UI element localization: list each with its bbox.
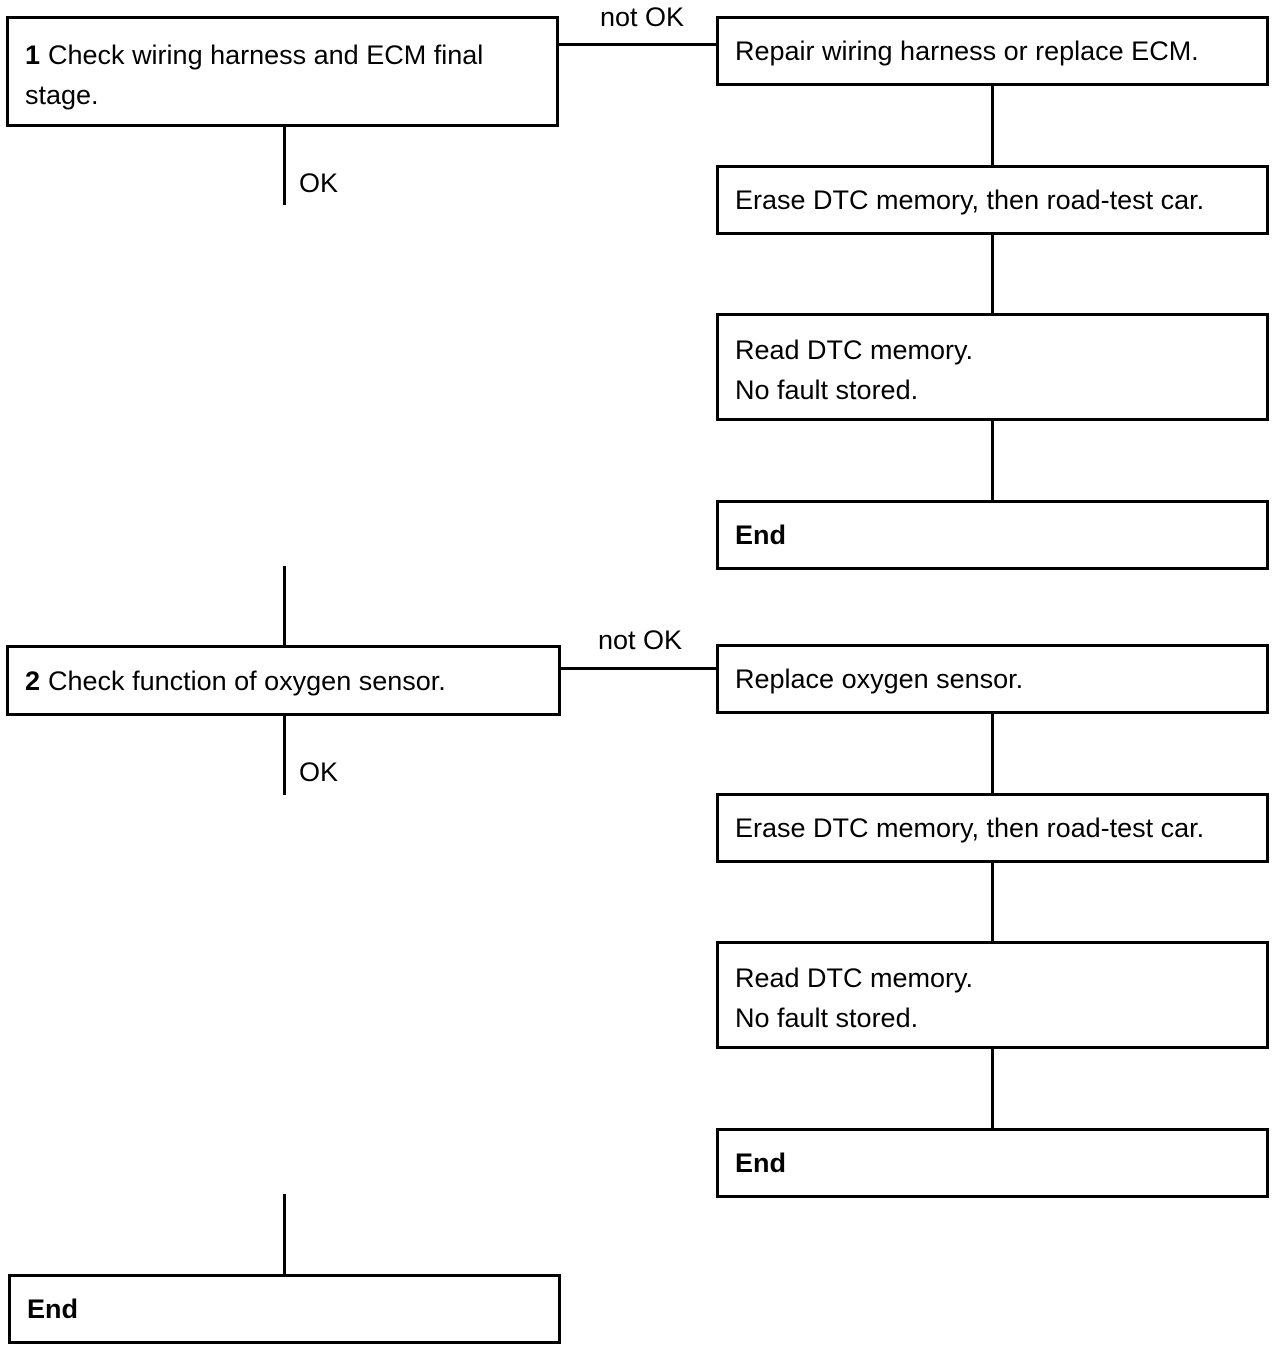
step-1-text-line2: stage. <box>25 80 99 110</box>
repair-wiring-text: Repair wiring harness or replace ECM. <box>735 36 1199 66</box>
connector-1b <box>991 235 994 313</box>
step-2-incoming-connector <box>283 566 286 645</box>
end-text-1: End <box>735 520 786 550</box>
end-box-1: End <box>716 500 1269 570</box>
step-1-ok-label: OK <box>299 168 339 198</box>
step-1-text-line1: Check wiring harness and ECM final <box>48 40 484 70</box>
end-text-2: End <box>735 1148 786 1178</box>
replace-sensor-box: Replace oxygen sensor. <box>716 644 1269 714</box>
step-2-not-ok-connector <box>561 667 718 670</box>
read-dtc-box-2: Read DTC memory. No fault stored. <box>716 941 1269 1049</box>
step-1-ok-connector <box>283 127 286 205</box>
read-dtc-text-2-line2: No fault stored. <box>735 1003 919 1033</box>
read-dtc-box-1: Read DTC memory. No fault stored. <box>716 313 1269 421</box>
read-dtc-text-1-line1: Read DTC memory. <box>735 335 974 365</box>
step-2-number: 2 <box>25 665 41 696</box>
erase-dtc-text-1: Erase DTC memory, then road-test car. <box>735 185 1205 215</box>
connector-2a <box>991 714 994 793</box>
erase-dtc-box-2: Erase DTC memory, then road-test car. <box>716 793 1269 863</box>
read-dtc-text-1-line2: No fault stored. <box>735 375 919 405</box>
replace-sensor-text: Replace oxygen sensor. <box>735 664 1024 694</box>
connector-1a <box>991 86 994 165</box>
step-1-number: 1 <box>25 40 41 70</box>
final-end-box: End <box>8 1274 561 1344</box>
step-2-not-ok-label: not OK <box>598 625 683 655</box>
read-dtc-text-2-line1: Read DTC memory. <box>735 963 974 993</box>
step-2-ok-connector <box>283 716 286 795</box>
step-1-not-ok-label: not OK <box>600 2 685 32</box>
step-2-text: Check function of oxygen sensor. <box>48 665 446 696</box>
erase-dtc-text-2: Erase DTC memory, then road-test car. <box>735 813 1205 843</box>
erase-dtc-box-1: Erase DTC memory, then road-test car. <box>716 165 1269 235</box>
end-box-2: End <box>716 1128 1269 1198</box>
repair-wiring-box: Repair wiring harness or replace ECM. <box>716 16 1269 86</box>
step-1-not-ok-connector <box>559 43 718 46</box>
step-2-ok-label: OK <box>299 757 339 787</box>
final-end-connector <box>283 1194 286 1274</box>
connector-1c <box>991 421 994 500</box>
final-end-text: End <box>27 1294 78 1324</box>
connector-2b <box>991 863 994 941</box>
connector-2c <box>991 1049 994 1128</box>
